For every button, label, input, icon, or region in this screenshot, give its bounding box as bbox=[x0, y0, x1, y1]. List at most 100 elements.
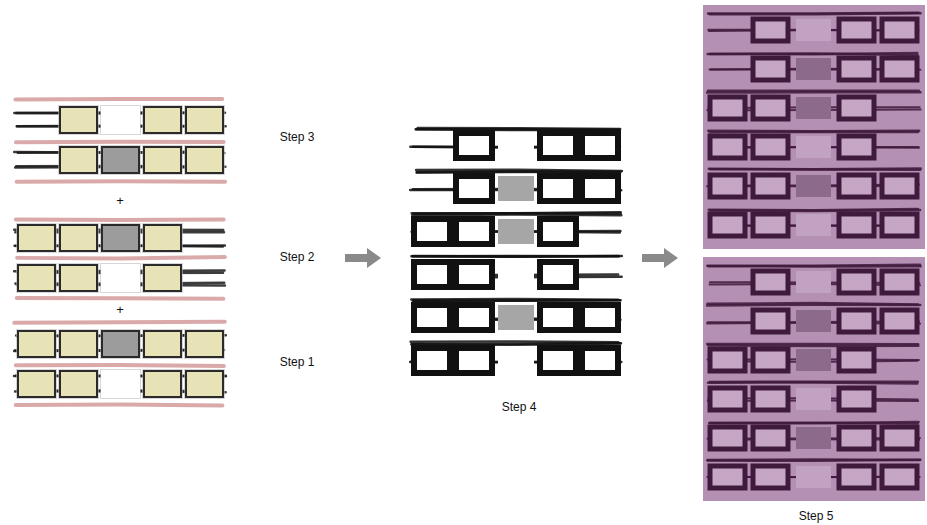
window bbox=[540, 176, 576, 201]
window bbox=[839, 388, 874, 410]
window bbox=[456, 348, 492, 373]
floor-line bbox=[414, 299, 621, 302]
window bbox=[144, 107, 181, 133]
floor-line bbox=[413, 255, 619, 258]
window-shadow bbox=[58, 329, 99, 359]
slab-band bbox=[15, 97, 222, 102]
window-shaded bbox=[498, 305, 534, 330]
window bbox=[102, 225, 139, 251]
window bbox=[882, 310, 917, 332]
window bbox=[839, 58, 874, 80]
window-open bbox=[796, 136, 831, 158]
window-shadow bbox=[58, 369, 99, 399]
window-shadow bbox=[16, 263, 57, 293]
window bbox=[60, 371, 97, 397]
facade-step5 bbox=[703, 257, 925, 501]
window bbox=[102, 265, 139, 291]
facade-layer bbox=[14, 99, 225, 182]
window-shaded bbox=[796, 310, 831, 332]
floor-line bbox=[416, 170, 622, 171]
window-shadow bbox=[142, 369, 183, 399]
floor-line bbox=[412, 211, 621, 214]
window bbox=[753, 388, 788, 410]
floor-line bbox=[707, 460, 920, 461]
window-shadow bbox=[142, 223, 183, 253]
slab-band bbox=[16, 403, 223, 408]
plus-sign: + bbox=[116, 193, 124, 208]
floor-line bbox=[707, 303, 920, 306]
floor-line bbox=[708, 458, 920, 461]
slab-band bbox=[14, 320, 225, 325]
window bbox=[102, 147, 139, 173]
window bbox=[882, 427, 917, 449]
window-shadow bbox=[58, 223, 99, 253]
window bbox=[18, 265, 55, 291]
window-open bbox=[498, 133, 534, 158]
window bbox=[882, 214, 917, 236]
step-label: Step 5 bbox=[799, 509, 834, 523]
window-shadow bbox=[100, 263, 141, 293]
window bbox=[456, 262, 492, 287]
window bbox=[753, 349, 788, 371]
window bbox=[540, 262, 576, 287]
window bbox=[753, 175, 788, 197]
window bbox=[144, 331, 181, 357]
window bbox=[540, 348, 576, 373]
window bbox=[456, 176, 492, 201]
window-shadow bbox=[184, 369, 225, 399]
window bbox=[839, 175, 874, 197]
window bbox=[414, 262, 450, 287]
floor-line bbox=[707, 91, 920, 94]
window bbox=[839, 310, 874, 332]
step-label: Step 2 bbox=[280, 250, 315, 264]
window bbox=[582, 348, 618, 373]
window bbox=[414, 219, 450, 244]
slab-band bbox=[17, 179, 225, 184]
window-shadow bbox=[142, 329, 183, 359]
window bbox=[540, 219, 576, 244]
window-shadow bbox=[142, 105, 183, 135]
window-shadow bbox=[58, 263, 99, 293]
window bbox=[839, 271, 874, 293]
window-open bbox=[796, 271, 831, 293]
window-shadow bbox=[100, 145, 141, 175]
window-shaded bbox=[796, 175, 831, 197]
floor-line bbox=[708, 89, 919, 92]
window-open bbox=[796, 466, 831, 488]
window bbox=[753, 58, 788, 80]
floor-line bbox=[710, 131, 918, 134]
window-open bbox=[498, 262, 534, 287]
window bbox=[710, 214, 745, 236]
window-shadow bbox=[100, 369, 141, 399]
window bbox=[60, 331, 97, 357]
window bbox=[144, 371, 181, 397]
window bbox=[60, 265, 97, 291]
window bbox=[102, 107, 139, 133]
floor-line bbox=[411, 255, 619, 258]
step-label: Step 3 bbox=[280, 130, 315, 144]
floor-line bbox=[709, 421, 918, 424]
window bbox=[753, 271, 788, 293]
window bbox=[753, 97, 788, 119]
window bbox=[456, 305, 492, 330]
window bbox=[144, 265, 181, 291]
window-shadow bbox=[16, 369, 57, 399]
step-label: Step 1 bbox=[280, 355, 315, 369]
window-shaded bbox=[498, 219, 534, 244]
window bbox=[753, 427, 788, 449]
slab-band bbox=[17, 296, 224, 301]
window-shadow bbox=[16, 329, 57, 359]
step-label: Step 4 bbox=[502, 400, 537, 414]
window-shadow bbox=[184, 329, 225, 359]
window bbox=[582, 176, 618, 201]
window bbox=[18, 371, 55, 397]
facade-ground bbox=[703, 5, 925, 249]
window bbox=[414, 305, 450, 330]
window bbox=[839, 97, 874, 119]
window bbox=[710, 97, 745, 119]
floor-line bbox=[710, 12, 921, 15]
window bbox=[839, 19, 874, 41]
window bbox=[839, 427, 874, 449]
facade-step5 bbox=[703, 5, 925, 249]
window bbox=[753, 136, 788, 158]
